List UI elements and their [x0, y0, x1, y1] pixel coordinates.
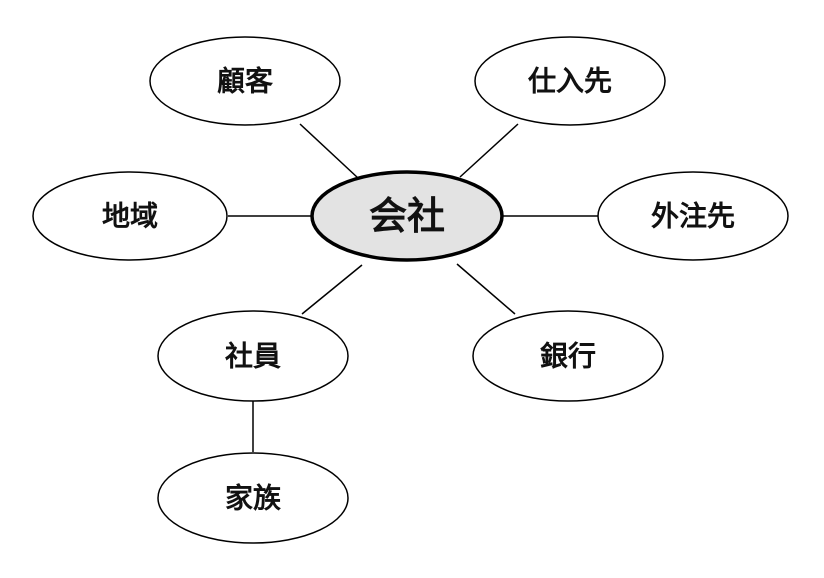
connector-center-bank	[456, 263, 516, 315]
node-region-shape	[32, 171, 228, 261]
node-bank: 銀行	[472, 310, 664, 402]
node-employee-label: 社員	[225, 340, 281, 373]
node-bank-shape	[472, 310, 664, 402]
node-customer: 顧客	[149, 36, 341, 126]
node-supplier: 仕入先	[474, 36, 666, 126]
node-subcontractor-label: 外注先	[651, 200, 735, 233]
node-supplier-label: 仕入先	[527, 65, 612, 98]
node-region: 地域	[32, 171, 228, 261]
node-employee: 社員	[157, 310, 349, 402]
center-node: 会社	[310, 170, 504, 262]
connector-center-supplier	[459, 123, 519, 178]
connector-center-employee	[301, 264, 363, 315]
center-node-label: 会社	[369, 194, 445, 238]
node-family: 家族	[157, 452, 349, 544]
node-region-label: 地域	[102, 200, 158, 233]
node-subcontractor: 外注先	[597, 171, 789, 261]
node-family-label: 家族	[225, 482, 282, 515]
node-supplier-shape	[474, 36, 666, 126]
node-family-shape	[157, 452, 349, 544]
center-node-shape	[310, 170, 504, 262]
node-customer-label: 顧客	[217, 65, 274, 98]
node-bank-label: 銀行	[540, 340, 596, 373]
connectors	[228, 123, 598, 452]
node-subcontractor-shape	[597, 171, 789, 261]
node-employee-shape	[157, 310, 349, 402]
node-customer-shape	[149, 36, 341, 126]
connector-center-customer	[299, 123, 359, 179]
